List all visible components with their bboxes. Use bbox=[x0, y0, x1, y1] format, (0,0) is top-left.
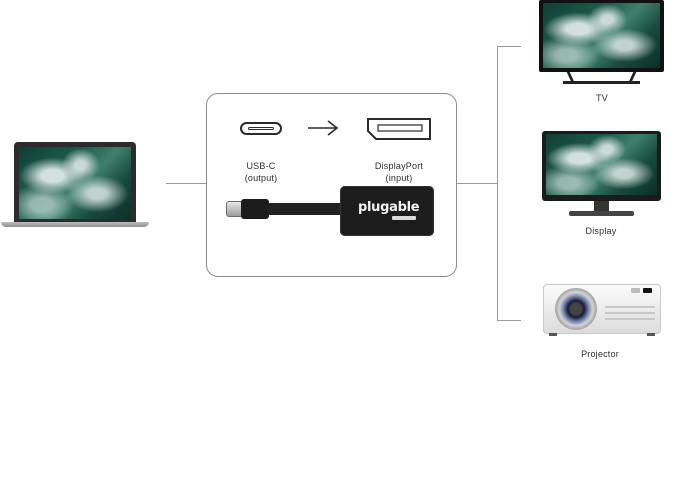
monitor-screen bbox=[546, 134, 657, 195]
adapter-device: plugable bbox=[226, 186, 436, 238]
displayport-label-line1: DisplayPort bbox=[374, 161, 424, 171]
usb-c-port-icon bbox=[240, 122, 282, 135]
arrow-right-icon bbox=[308, 120, 339, 136]
adapter-body: plugable bbox=[340, 186, 434, 236]
projector-label: Projector bbox=[581, 349, 619, 359]
projector-lens bbox=[555, 288, 597, 330]
laptop-screen bbox=[19, 147, 131, 219]
displayport-port-icon bbox=[367, 118, 431, 140]
tv-icon bbox=[539, 0, 664, 86]
connector-line-right bbox=[457, 183, 498, 184]
usb-c-label: USB-C (output) bbox=[226, 160, 296, 184]
usb-c-plug bbox=[226, 201, 242, 217]
branch-tv bbox=[497, 46, 521, 47]
brand-logo: plugable bbox=[358, 200, 420, 215]
adapter-cable bbox=[268, 203, 342, 215]
usb-c-label-line1: USB-C bbox=[246, 161, 276, 171]
displayport-label: DisplayPort (input) bbox=[356, 160, 442, 184]
displayport-label-line2: (input) bbox=[385, 173, 413, 183]
tv-label: TV bbox=[596, 93, 608, 103]
connector-trunk bbox=[497, 46, 498, 321]
connector-line-left bbox=[166, 183, 206, 184]
tv-screen bbox=[543, 3, 660, 68]
brand-text: plugable bbox=[358, 200, 420, 215]
monitor-icon bbox=[542, 131, 661, 217]
display-label: Display bbox=[585, 226, 617, 236]
laptop-icon bbox=[1, 142, 149, 230]
branch-projector bbox=[497, 320, 521, 321]
plug-housing bbox=[241, 199, 269, 219]
projector-icon bbox=[543, 282, 661, 337]
usb-c-label-line2: (output) bbox=[244, 173, 278, 183]
